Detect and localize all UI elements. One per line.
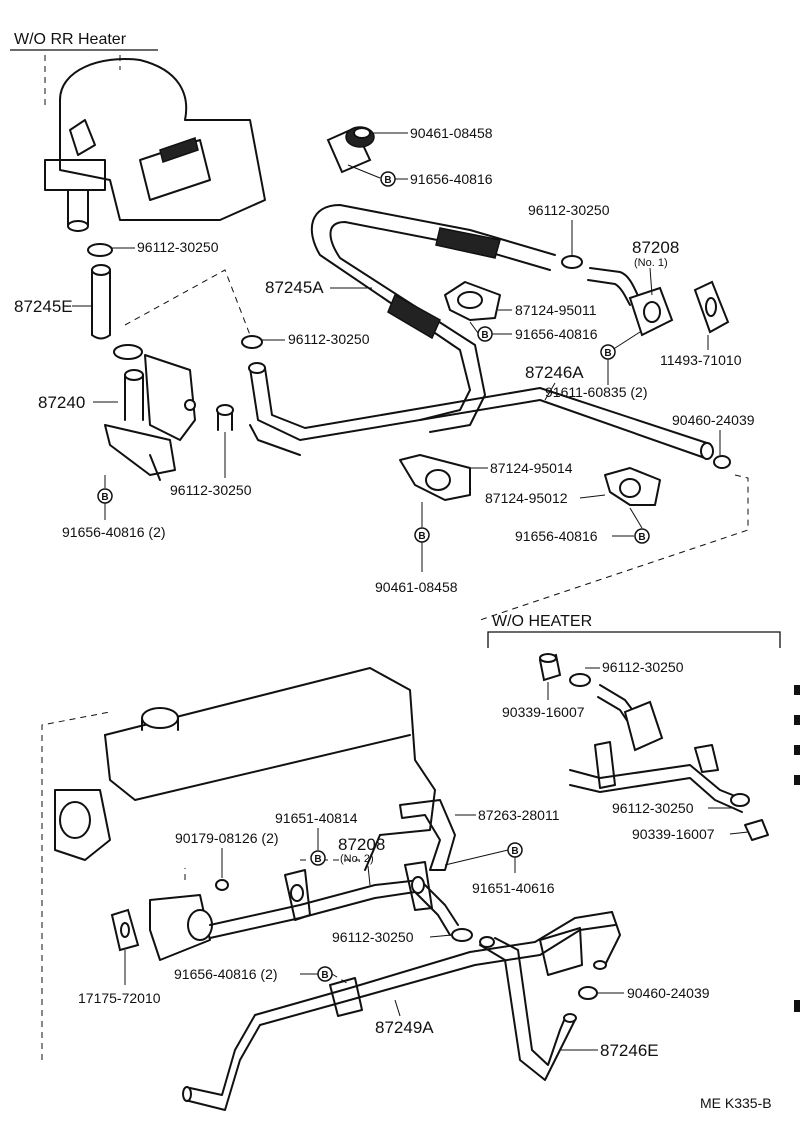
svg-text:90461-08458: 90461-08458 [375,579,458,595]
section-title-wo-heater: W/O HEATER [492,613,592,630]
hose-87245A [310,204,556,433]
svg-text:87245E: 87245E [14,297,73,316]
hose-87249A [182,911,621,1111]
svg-text:96112-30250: 96112-30250 [332,929,414,945]
wo-heater-inset [538,653,769,841]
clamp-87124-95014 [399,454,471,501]
svg-text:96112-30250: 96112-30250 [528,202,610,218]
svg-text:91611-60835 (2): 91611-60835 (2) [545,384,647,400]
svg-text:91656-40816: 91656-40816 [515,528,598,544]
engine-fragment-top [44,55,266,232]
svg-text:B: B [314,854,321,865]
svg-text:91656-40816: 91656-40816 [515,326,598,342]
svg-text:87124-95011: 87124-95011 [515,302,597,318]
svg-text:87124-95014: 87124-95014 [490,460,573,476]
svg-text:B: B [481,330,488,341]
svg-text:B: B [384,175,391,186]
wo-heater-bracket [487,631,781,648]
svg-text:(No. 2): (No. 2) [340,853,374,865]
svg-text:90460-24039: 90460-24039 [672,412,755,428]
svg-text:90179-08126 (2): 90179-08126 (2) [175,830,279,846]
hose-87245E [87,243,113,340]
svg-text:87249A: 87249A [375,1018,434,1037]
svg-text:87240: 87240 [38,393,85,412]
svg-text:90339-16007: 90339-16007 [502,704,585,720]
svg-text:B: B [418,531,425,542]
svg-text:B: B [638,532,645,543]
clamp-90460-a [713,455,731,469]
heater-pipe-87208-no2 [209,861,459,939]
clamp-90460-b [578,986,598,1000]
dashed-connection-left [124,269,251,336]
svg-text:96112-30250: 96112-30250 [170,482,252,498]
water-valve-87240 [104,344,196,481]
dashed-engine-outline [41,711,111,1060]
svg-text:90339-16007: 90339-16007 [632,826,715,842]
svg-text:91651-40616: 91651-40616 [472,880,555,896]
svg-text:91656-40816 (2): 91656-40816 (2) [174,966,278,982]
svg-text:90461-08458: 90461-08458 [410,125,493,141]
svg-text:96112-30250: 96112-30250 [602,659,684,675]
svg-text:B: B [101,492,108,503]
svg-text:96112-30250: 96112-30250 [137,239,219,255]
svg-text:87246A: 87246A [525,363,584,382]
svg-text:91651-40814: 91651-40814 [275,810,358,826]
svg-text:87263-28011: 87263-28011 [478,807,560,823]
svg-text:87246E: 87246E [600,1041,659,1060]
clamp-87124-95012 [604,467,661,506]
svg-text:96112-30250: 96112-30250 [612,800,694,816]
svg-text:87208: 87208 [632,238,679,257]
svg-text:17175-72010: 17175-72010 [78,990,161,1006]
svg-text:87124-95012: 87124-95012 [485,490,568,506]
labels-wo-heater: 96112-30250 90339-16007 96112-30250 9033… [502,659,749,842]
svg-text:90460-24039: 90460-24039 [627,985,710,1001]
clamp-96112-c [241,335,263,349]
svg-text:(No. 1): (No. 1) [634,257,668,269]
labels-lower: 91651-40814 B 90179-08126 (2) 87208 (No.… [78,807,772,1111]
hose-87246E [479,936,577,1081]
svg-text:B: B [321,970,328,981]
svg-text:B: B [511,846,518,857]
catalog-code: ME K335-B [700,1095,772,1111]
svg-text:91656-40816 (2): 91656-40816 (2) [62,524,166,540]
section-title-wo-rr-heater: W/O RR Heater [14,31,127,48]
engine-block-lower [54,667,436,961]
page-edge-marks [794,685,800,1012]
bracket-87263 [399,799,456,871]
svg-text:91656-40816: 91656-40816 [410,171,493,187]
svg-text:87208: 87208 [338,835,385,854]
clamp-87124-95011 [444,281,501,321]
bypass-fitting-top [326,126,375,174]
svg-text:87245A: 87245A [265,278,324,297]
svg-text:B: B [604,348,611,359]
clamp-96112-g [451,928,473,942]
hose-87246A [248,362,714,460]
svg-text:11493-71010: 11493-71010 [660,352,742,368]
svg-text:96112-30250: 96112-30250 [288,331,370,347]
heater-pipe-87208-no1 [561,255,674,337]
labels-upper: 90461-08458 B 91656-40816 96112-30250 87… [14,125,755,595]
